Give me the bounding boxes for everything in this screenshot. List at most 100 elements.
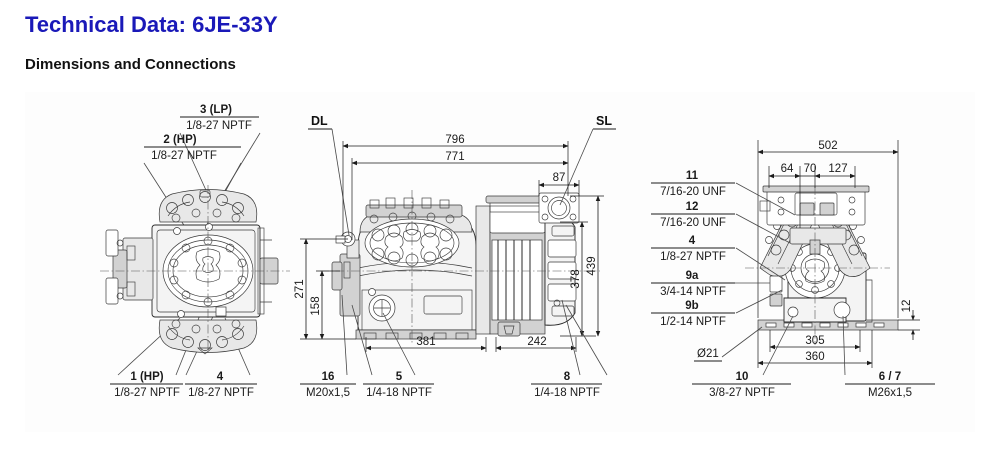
port-3lp (205, 223, 213, 231)
dimension-12-value: 12 (901, 300, 913, 313)
callout-4-right: 4 1/8-27 NPTF (651, 235, 735, 263)
callout-1hp: 1 (HP) 1/8-27 NPTF (110, 371, 183, 399)
callout-4-left-thread: 1/8-27 NPTF (188, 387, 254, 399)
dimension-378: 378 (560, 221, 596, 337)
callout-9a-thread: 3/4-14 NPTF (660, 286, 726, 298)
port-4 (215, 306, 227, 317)
dimension-360-value: 360 (805, 351, 824, 363)
dimension-439-value: 439 (586, 256, 598, 275)
callout-2hp-thread: 1/8-27 NPTF (151, 150, 217, 162)
callout-10: 10 3/8-27 NPTF (692, 371, 791, 399)
dimension-127: 127 (814, 163, 856, 188)
label-dl-text: DL (311, 114, 328, 128)
dimension-64: 64 (768, 163, 801, 228)
callout-10-ref: 10 (736, 371, 749, 383)
dimension-439: 439 (570, 195, 604, 337)
compressor-side-view (320, 190, 600, 345)
dimension-381: 381 (365, 336, 487, 352)
dimension-87-value: 87 (553, 172, 566, 184)
callout-2hp: 2 (HP) 1/8-27 NPTF (144, 134, 241, 162)
motor-end-detail (547, 225, 577, 317)
dimension-87: 87 (538, 172, 580, 196)
callout-8-ref: 8 (564, 371, 571, 383)
callout-6-7: 6 / 7 M26x1,5 (845, 371, 935, 399)
section-subtitle: Dimensions and Connections (25, 56, 236, 73)
port-9b (769, 293, 783, 307)
callout-4-left-ref: 4 (217, 371, 224, 383)
dimension-771: 771 (351, 151, 569, 240)
port-9a (769, 275, 783, 293)
callout-12: 12 7/16-20 UNF (651, 201, 735, 229)
motor-cooling-fins (491, 239, 543, 321)
compressor-front-view (745, 185, 899, 345)
top-head-bolts (166, 189, 245, 223)
dimension-305-value: 305 (805, 335, 824, 347)
callout-9a-ref: 9a (686, 270, 699, 282)
callout-9b-ref: 9b (685, 300, 698, 312)
callout-11-thread: 7/16-20 UNF (660, 186, 726, 198)
label-sl: SL (559, 114, 616, 206)
side-base-feet (363, 332, 469, 340)
note-dia21: Ø21 (694, 326, 763, 362)
callout-1hp-ref: 1 (HP) (130, 371, 163, 383)
page-title: Technical Data: 6JE-33Y (25, 12, 278, 37)
dimension-360: 360 (757, 330, 873, 368)
note-dia21-value: Ø21 (697, 348, 719, 360)
port-1hp (177, 310, 185, 318)
dimension-796-value: 796 (445, 134, 464, 146)
callout-9b: 9b 1/2-14 NPTF (651, 300, 735, 328)
port-5 (368, 288, 376, 296)
callout-4-right-ref: 4 (689, 235, 696, 247)
callout-16: 16 M20x1,5 (300, 371, 356, 399)
callout-9a: 9a 3/4-14 NPTF (651, 270, 735, 298)
callout-8-thread: 1/4-18 NPTF (534, 387, 600, 399)
callout-10-thread: 3/8-27 NPTF (709, 387, 775, 399)
dimension-242-value: 242 (527, 336, 546, 348)
dimension-127-value: 127 (828, 163, 847, 175)
callout-12-thread: 7/16-20 UNF (660, 217, 726, 229)
dimension-64-value: 64 (781, 163, 794, 175)
dimension-381-value: 381 (416, 336, 435, 348)
callout-1hp-thread: 1/8-27 NPTF (114, 387, 180, 399)
callout-8: 8 1/4-18 NPTF (531, 371, 602, 399)
callout-4-left: 4 1/8-27 NPTF (185, 371, 257, 399)
dimension-70-value: 70 (804, 163, 817, 175)
dimension-158-value: 158 (310, 296, 322, 315)
callout-6-7-thread: M26x1,5 (868, 387, 912, 399)
dimension-305: 305 (769, 330, 861, 352)
left-view-group: 3 (LP) 1/8-27 NPTF 2 (HP) 1/8-27 NPTF 1 … (100, 104, 290, 399)
label-dl: DL (308, 114, 350, 236)
dimension-12: 12 (898, 300, 920, 340)
callout-3lp-ref: 3 (LP) (200, 104, 232, 116)
callout-11: 11 7/16-20 UNF (651, 170, 735, 198)
dimension-502-value: 502 (818, 140, 837, 152)
middle-view-leaders (341, 294, 608, 376)
oil-sight-glass (368, 294, 396, 322)
port-2hp (173, 227, 181, 235)
dimension-242: 242 (495, 336, 577, 352)
callout-11-ref: 11 (686, 170, 699, 182)
dimension-70: 70 (800, 163, 816, 188)
port-10 (787, 306, 799, 318)
callout-3lp: 3 (LP) 1/8-27 NPTF (180, 104, 259, 132)
callout-16-ref: 16 (322, 371, 335, 383)
callout-12-ref: 12 (686, 201, 699, 213)
dimension-158: 158 (310, 270, 340, 340)
callout-16-thread: M20x1,5 (306, 387, 350, 399)
callout-9b-thread: 1/2-14 NPTF (660, 316, 726, 328)
dimension-271: 271 (294, 238, 356, 340)
dimension-771-value: 771 (445, 151, 464, 163)
callout-3lp-thread: 1/8-27 NPTF (186, 120, 252, 132)
callout-5-ref: 5 (396, 371, 403, 383)
callout-2hp-ref: 2 (HP) (163, 134, 196, 146)
bottom-head-bolts (166, 319, 245, 355)
callout-5: 5 1/4-18 NPTF (363, 371, 434, 399)
dimension-271-value: 271 (294, 279, 306, 298)
right-view-group: 502 64 70 127 12 (651, 140, 935, 399)
terminal-box (489, 198, 546, 234)
front-terminal-box (766, 188, 866, 226)
callout-5-thread: 1/4-18 NPTF (366, 387, 432, 399)
callout-6-7-ref: 6 / 7 (879, 371, 901, 383)
dimension-378-value: 378 (570, 269, 582, 288)
